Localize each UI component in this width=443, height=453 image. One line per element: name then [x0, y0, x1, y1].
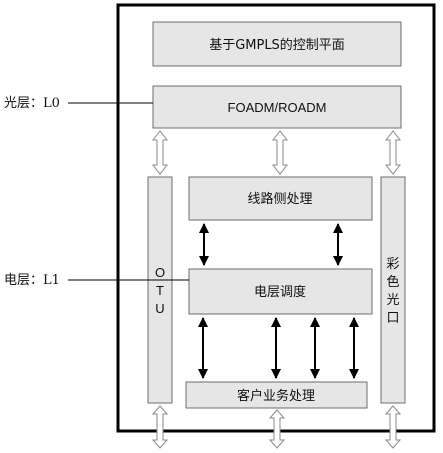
hollow-arrow-center-lower — [268, 409, 286, 449]
otu-letter: O — [155, 265, 165, 280]
foadm-roadm-label: FOADM/ROADM — [228, 100, 327, 115]
otu-letter: U — [155, 301, 164, 316]
hollow-arrow-center-upper — [271, 130, 289, 175]
colored-port-char: 色 — [386, 274, 399, 290]
colored-port-box — [380, 176, 406, 404]
colored-port-char: 口 — [386, 311, 399, 326]
otu-letter: T — [156, 283, 164, 298]
otu-box — [147, 176, 173, 404]
colored-port-char: 光 — [386, 293, 399, 308]
hollow-arrow-right-upper — [384, 130, 402, 175]
client-service-label: 客户业务处理 — [237, 388, 315, 404]
electrical-cross-connect-label: 电层调度 — [254, 284, 306, 300]
line-side-label: 线路侧处理 — [247, 191, 312, 207]
electrical-layer-label: 电层：L1 — [4, 273, 60, 288]
electrical-cross-connect-box — [188, 268, 373, 315]
colored-port-char: 彩 — [386, 257, 399, 272]
hollow-arrow-right-lower — [384, 405, 402, 449]
control-plane-box — [152, 21, 402, 67]
hollow-arrow-left-upper — [151, 130, 169, 175]
hollow-arrow-left-lower — [151, 405, 169, 449]
line-side-box — [188, 176, 373, 221]
client-service-box — [185, 381, 368, 409]
foadm-roadm-box — [152, 85, 402, 129]
optical-layer-label: 光层：L0 — [4, 96, 60, 111]
control-plane-label: 基于GMPLS的控制平面 — [209, 37, 345, 53]
